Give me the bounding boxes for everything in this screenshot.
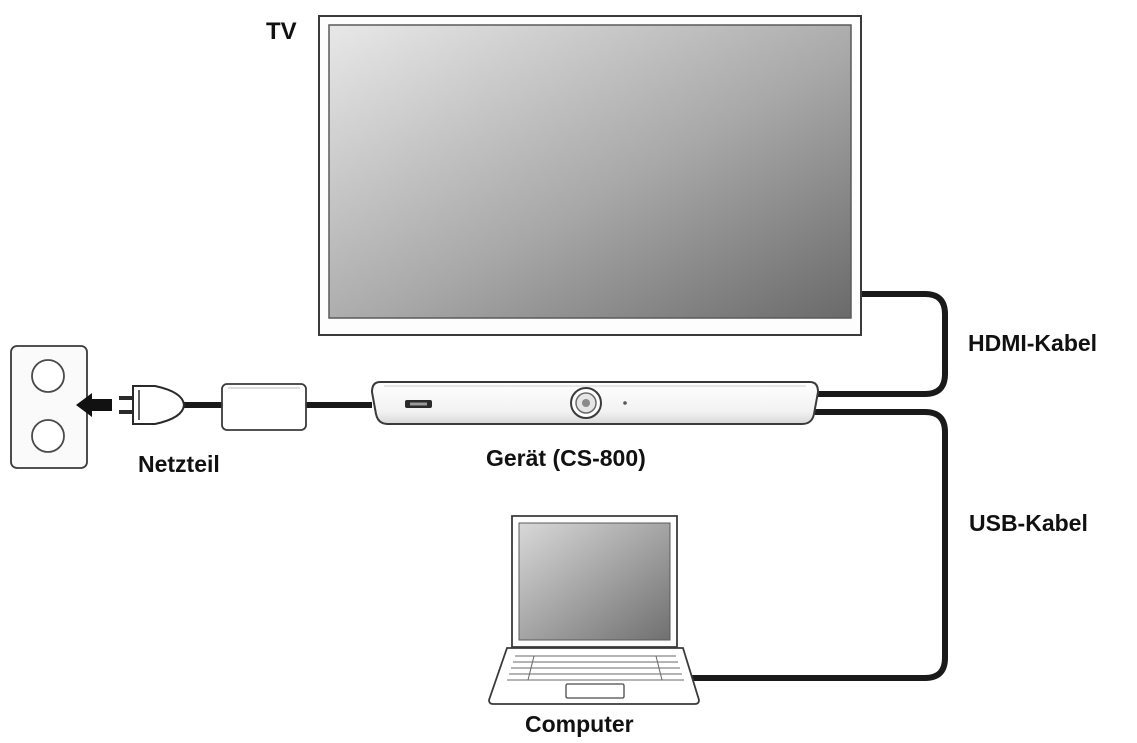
outlet-socket-bottom (31, 419, 65, 453)
usb-cable (688, 409, 948, 681)
usb-cable-label: USB-Kabel (969, 510, 1088, 536)
tv-label: TV (266, 18, 297, 45)
power-adapter (221, 383, 307, 431)
arrow-left-icon (76, 393, 112, 417)
laptop (488, 515, 700, 705)
device-label: Gerät (CS-800) (486, 445, 646, 471)
outlet-socket-top (31, 359, 65, 393)
power-plug (119, 385, 186, 425)
indicator-led-icon (623, 401, 627, 405)
tv (318, 15, 862, 336)
tv-screen (328, 24, 852, 319)
laptop-screen (518, 522, 671, 641)
wall-outlet (10, 345, 88, 469)
hdmi-cable (815, 291, 948, 397)
laptop-touchpad (565, 683, 625, 699)
laptop-keyboard (507, 655, 684, 681)
computer-label: Computer (525, 711, 634, 737)
device-bar (370, 381, 820, 425)
power-adapter-label: Netzteil (138, 451, 220, 477)
hdmi-cable-label: HDMI-Kabel (968, 330, 1098, 356)
